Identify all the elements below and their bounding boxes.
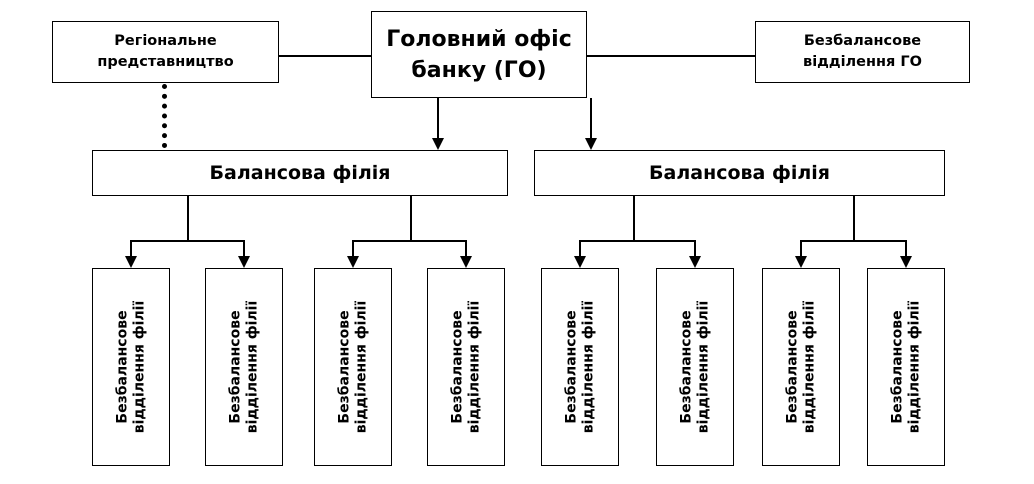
off-balance-head-office-box: Безбалансове відділення ГО	[755, 21, 970, 83]
leaf-5-line2: відділення філії	[580, 300, 597, 434]
balance-branch-1-label: Балансова філія	[209, 162, 391, 184]
leaf-2-line1: Безбалансове	[227, 310, 244, 424]
arrow-shaft-leaf-1	[130, 240, 132, 258]
dotted-connector-regional	[162, 84, 167, 148]
arrowhead-leaf-3	[347, 256, 359, 268]
regional-office-label-line1: Регіональне	[114, 33, 217, 49]
leaf-4-line2: відділення філії	[466, 300, 483, 434]
branch-2-drop-left	[633, 196, 635, 240]
branch-1-drop-right	[410, 196, 412, 240]
arrow-shaft-leaf-2	[243, 240, 245, 258]
arrowhead-leaf-8	[900, 256, 912, 268]
leaf-8-line2: відділення філії	[906, 300, 923, 434]
leaf-4-line1: Безбалансове	[449, 310, 466, 424]
branch-2-drop-right	[853, 196, 855, 240]
balance-branch-2-label: Балансова філія	[649, 162, 830, 184]
arrowhead-head-to-branch-2	[585, 138, 597, 150]
arrowhead-leaf-2	[238, 256, 250, 268]
branch-1-group-1-bar	[131, 240, 244, 242]
arrowhead-head-to-branch-1	[432, 138, 444, 150]
arrowhead-leaf-6	[689, 256, 701, 268]
arrow-shaft-leaf-8	[905, 240, 907, 258]
leaf-6-line1: Безбалансове	[678, 310, 695, 424]
leaf-7-line2: відділення філії	[801, 300, 818, 434]
off-balance-head-label-line2: відділення ГО	[803, 54, 922, 70]
leaf-5-line1: Безбалансове	[563, 310, 580, 424]
arrow-shaft-leaf-7	[800, 240, 802, 258]
arrow-shaft-leaf-3	[352, 240, 354, 258]
arrowhead-leaf-5	[574, 256, 586, 268]
arrow-shaft-leaf-6	[694, 240, 696, 258]
branch-1-drop-left	[187, 196, 189, 240]
branch-1-group-2-bar	[353, 240, 466, 242]
arrowhead-leaf-7	[795, 256, 807, 268]
leaf-7-line1: Безбалансове	[784, 310, 801, 424]
regional-office-label-line2: представництво	[97, 54, 234, 70]
arrow-shaft-leaf-4	[465, 240, 467, 258]
branch-2-group-2-bar	[801, 240, 906, 242]
connector-head-to-off-balance	[587, 55, 755, 57]
balance-branch-2: Балансова філія	[534, 150, 945, 196]
leaf-6-line2: відділення філії	[695, 300, 712, 434]
leaf-2-line2: відділення філії	[244, 300, 261, 434]
arrow-shaft-head-to-branch-2	[590, 98, 592, 140]
arrowhead-leaf-1	[125, 256, 137, 268]
off-balance-head-label-line1: Безбалансове	[803, 33, 922, 49]
head-office-label-line1: Головний офіс	[386, 26, 572, 52]
leaf-1-line1: Безбалансове	[114, 310, 131, 424]
arrow-shaft-head-to-branch-1	[437, 98, 439, 140]
arrow-shaft-leaf-5	[579, 240, 581, 258]
connector-regional-to-head	[279, 55, 371, 57]
head-office-box: Головний офіс банку (ГО)	[371, 11, 587, 98]
balance-branch-1: Балансова філія	[92, 150, 508, 196]
arrowhead-leaf-4	[460, 256, 472, 268]
leaf-1-line2: відділення філії	[131, 300, 148, 434]
leaf-8-line1: Безбалансове	[889, 310, 906, 424]
branch-2-group-1-bar	[580, 240, 695, 242]
head-office-label-line2: банку (ГО)	[411, 57, 547, 83]
regional-office-box: Регіональне представництво	[52, 21, 279, 83]
leaf-3-line1: Безбалансове	[336, 310, 353, 424]
leaf-3-line2: відділення філії	[353, 300, 370, 434]
